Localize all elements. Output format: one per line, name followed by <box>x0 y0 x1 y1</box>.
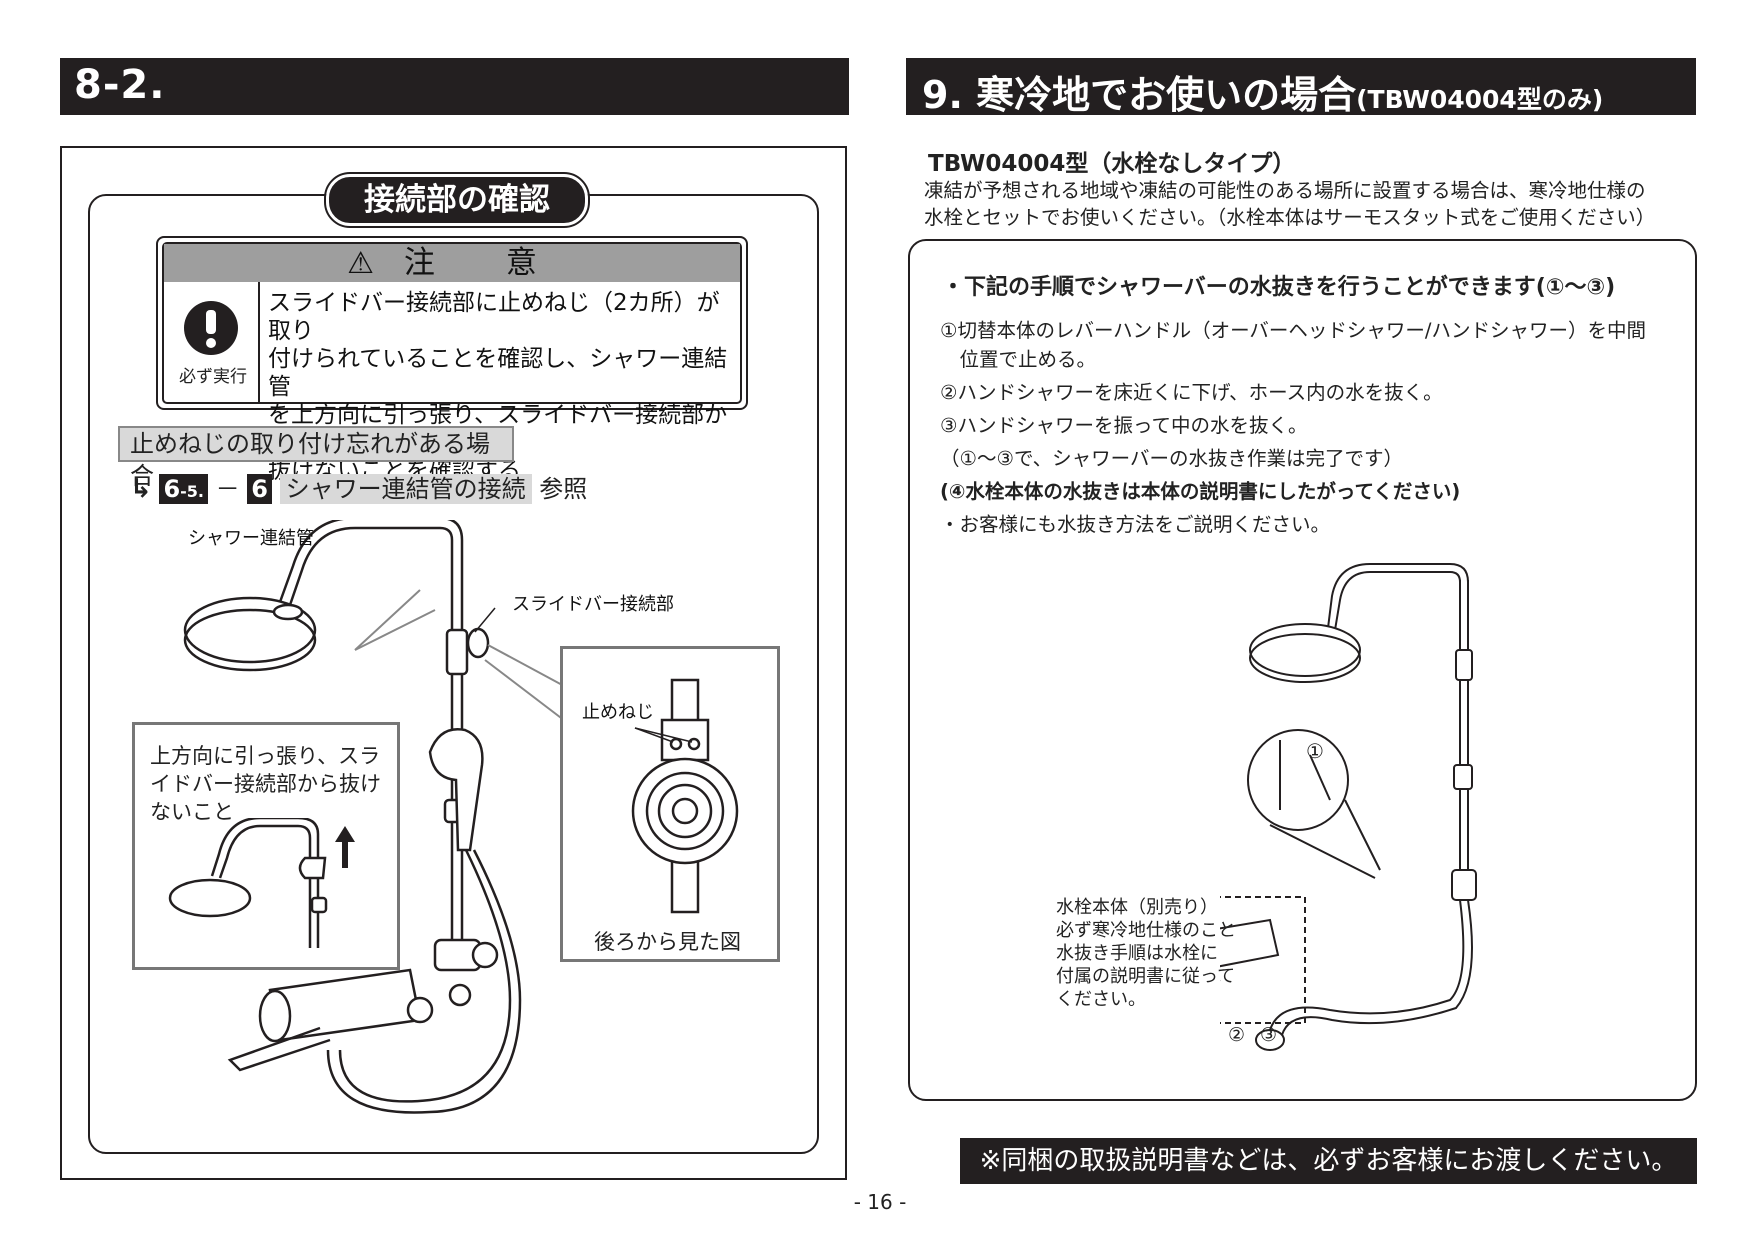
section-header-9: 9. 寒冷地でお使いの場合(TBW04004型のみ) <box>906 58 1696 117</box>
label-slide-bar-joint: スライドバー接続部 <box>512 594 674 615</box>
ref-subsection: -5. <box>180 482 204 501</box>
customer-note: ・お客様にも水抜き方法をご説明ください。 <box>940 513 1331 536</box>
procedure-steps: ①切替本体のレバーハンドル（オーバーヘッドシャワー/ハンドシャワー）を中間 位置… <box>940 316 1680 543</box>
reference-item-title: シャワー連結管の接続 <box>279 474 532 504</box>
intro-text: 凍結が予想される地域や凍結の可能性のある場所に設置する場合は、寒冷地仕様の 水栓… <box>924 177 1704 231</box>
reference-section: 6-5. <box>159 474 208 504</box>
pull-up-illustration <box>168 818 355 948</box>
label-shower-pipe: シャワー連結管 <box>188 528 314 549</box>
caution-header: ⚠ 注 意 <box>164 244 740 282</box>
intro-line: 凍結が予想される地域や凍結の可能性のある場所に設置する場合は、寒冷地仕様の <box>924 179 1646 202</box>
caution-box-outer <box>156 236 748 410</box>
cold-region-illustration <box>1220 563 1477 1051</box>
intro-line: 水栓とセットでお使いください。（水栓本体はサーモスタット式をご使用ください） <box>924 206 1656 229</box>
warning-triangle-icon: ⚠ <box>347 246 375 281</box>
section-subtitle: (TBW04004型のみ) <box>1356 85 1604 114</box>
section-number: 8-2. <box>74 62 166 108</box>
drain-procedure-panel <box>908 239 1697 1101</box>
pull-note-line: ないこと <box>150 800 234 824</box>
section-title: 9. 寒冷地でお使いの場合 <box>922 73 1357 117</box>
handover-notice: ※同梱の取扱説明書などは、必ずお客様にお渡しください。 <box>960 1138 1697 1184</box>
left-frame <box>60 146 847 1180</box>
pull-check-inset <box>132 722 400 970</box>
faucet-note-line: 必ず寒冷地仕様のこと <box>1056 920 1236 941</box>
caution-text: スライドバー接続部に止めねじ（2カ所）が取り 付けられていることを確認し、シャワ… <box>268 289 738 485</box>
back-view-illustration <box>631 678 739 914</box>
ref-section-num: 6 <box>163 475 181 503</box>
exclamation-icon <box>184 301 238 355</box>
reference-item-number: 6 <box>247 474 272 504</box>
step-line: （①～③で、シャワーバーの水抜き作業は完了です） <box>940 447 1403 470</box>
pull-note: 上方向に引っ張り、スラ イドバー接続部から抜け ないこと <box>150 742 381 826</box>
must-do-label: 必ず実行 <box>179 367 247 387</box>
faucet-note-line: 水抜き手順は水栓に <box>1056 943 1218 964</box>
step-line: ①切替本体のレバーハンドル（オーバーヘッドシャワー/ハンドシャワー）を中間 <box>940 319 1646 342</box>
model-heading: TBW04004型（水栓なしタイプ） <box>928 151 1296 177</box>
faucet-drain-note: (④水栓本体の水抜きは本体の説明書にしたがってください) <box>940 480 1461 503</box>
step-line: 位置で止める。 <box>940 348 1097 371</box>
pull-note-line: イドバー接続部から抜け <box>150 772 381 796</box>
faucet-note-line: ください。 <box>1056 989 1146 1010</box>
marker-step-1: ① <box>1306 739 1324 763</box>
shower-system-illustration <box>183 520 591 1114</box>
ref-dash: － <box>215 475 240 503</box>
marker-step-2: ② <box>1228 1024 1246 1046</box>
section-header-8-2: 8-2. <box>60 58 849 115</box>
reference-line: ↳ 6-5. － 6 シャワー連結管の接続 参照 <box>130 472 587 506</box>
panel-title: 接続部の確認 <box>324 172 590 228</box>
forget-heading: 止めねじの取り付け忘れがある場合 <box>118 426 514 490</box>
label-set-screw: 止めねじ <box>582 702 654 723</box>
label-back-view: 後ろから見た図 <box>594 930 741 954</box>
caution-header-text: 注 意 <box>403 245 557 281</box>
marker-step-3: ③ <box>1260 1024 1278 1046</box>
reference-arrow-icon: ↳ <box>130 474 152 504</box>
step-line: ②ハンドシャワーを床近くに下げ、ホース内の水を抜く。 <box>940 381 1443 404</box>
procedure-heading: ・下記の手順でシャワーバーの水抜きを行うことができます(①～③) <box>942 275 1616 300</box>
pull-note-line: 上方向に引っ張り、スラ <box>150 744 381 768</box>
faucet-note: 水栓本体（別売り） 必ず寒冷地仕様のこと 水抜き手順は水栓に 付属の説明書に従っ… <box>1056 896 1236 1011</box>
faucet-note-line: 水栓本体（別売り） <box>1056 897 1218 918</box>
step-line: ③ハンドシャワーを振って中の水を抜く。 <box>940 414 1308 437</box>
reference-suffix: 参照 <box>539 475 588 503</box>
page-number: - 16 - <box>853 1190 907 1214</box>
caution-icon-cell <box>164 282 260 402</box>
caution-line: スライドバー接続部に止めねじ（2カ所）が取り <box>268 290 720 344</box>
caution-line: 付けられていることを確認し、シャワー連結管 <box>268 346 728 400</box>
faucet-note-line: 付属の説明書に従って <box>1056 966 1236 987</box>
